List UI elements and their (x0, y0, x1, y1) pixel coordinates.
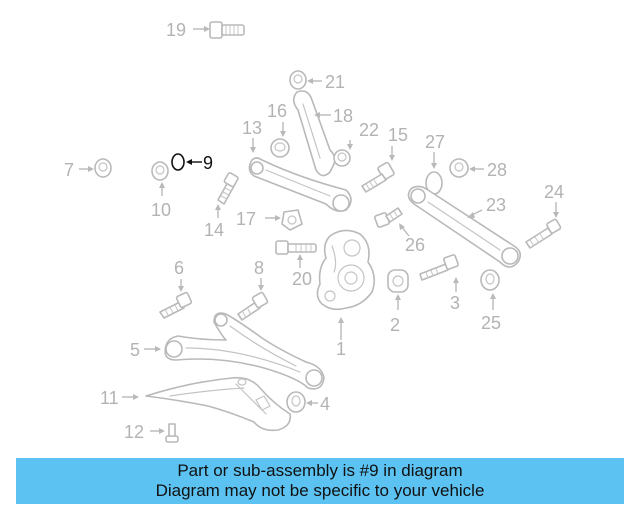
part-14-bolt: 14 (204, 172, 239, 240)
part-11-shield: 11 (100, 376, 292, 432)
callout-26: 26 (405, 235, 425, 255)
callout-2: 2 (390, 315, 400, 335)
part-5-control-arm: 5 (130, 312, 325, 390)
part-26-bolt: 26 (374, 207, 425, 255)
callout-28: 28 (487, 160, 507, 180)
callout-3: 3 (450, 293, 460, 313)
banner-line-2: Diagram may not be specific to your vehi… (155, 481, 485, 500)
part-19-bolt: 19 (166, 20, 245, 40)
part-22-nut: 22 (333, 120, 379, 167)
part-21-nut: 21 (289, 70, 345, 92)
callout-15: 15 (388, 125, 408, 145)
part-15-bolt: 15 (361, 125, 408, 193)
part-2-bushing: 2 (387, 269, 409, 335)
callout-1: 1 (336, 339, 346, 359)
part-17-bracket: 17 (236, 209, 303, 231)
part-1-knuckle: 1 (316, 229, 376, 359)
callout-22: 22 (359, 120, 379, 140)
part-25-bushing: 25 (480, 269, 501, 333)
callout-6: 6 (174, 258, 184, 278)
part-6-bolt: 6 (159, 258, 193, 319)
callout-11: 11 (100, 388, 119, 408)
part-4-bushing: 4 (286, 391, 330, 414)
part-18-link: 18 (292, 90, 353, 177)
part-27-ring: 27 (425, 132, 445, 195)
callout-10: 10 (151, 200, 171, 220)
exploded-parts-diagram: 19 21 18 16 22 13 (64, 20, 564, 443)
callout-16: 16 (267, 101, 287, 121)
callout-20: 20 (292, 269, 312, 289)
callout-19: 19 (166, 20, 186, 40)
part-23-lateral-link: 23 (407, 185, 522, 268)
part-7-nut: 7 (64, 158, 112, 180)
callout-24: 24 (544, 182, 564, 202)
callout-13: 13 (242, 118, 262, 138)
callout-27: 27 (425, 132, 445, 152)
part-3-bolt: 3 (419, 254, 460, 313)
part-13-upper-arm: 13 (242, 118, 352, 212)
callout-9: 9 (203, 153, 213, 173)
part-8-bolt: 8 (237, 258, 269, 321)
callout-23: 23 (486, 195, 506, 215)
callout-18: 18 (333, 106, 353, 126)
callout-25: 25 (481, 313, 501, 333)
callout-21: 21 (325, 72, 345, 92)
part-16-bushing: 16 (267, 101, 290, 158)
callout-7: 7 (64, 160, 74, 180)
part-12-clip: 12 (124, 422, 179, 443)
part-20-bolt: 20 (275, 240, 317, 289)
callout-17: 17 (236, 209, 256, 229)
part-24-bolt: 24 (525, 182, 564, 249)
part-10-nut: 10 (151, 161, 171, 220)
callout-5: 5 (130, 340, 140, 360)
callout-12: 12 (124, 422, 144, 442)
callout-4: 4 (320, 394, 330, 414)
info-banner: Part or sub-assembly is #9 in diagram Di… (16, 458, 624, 504)
callout-14: 14 (204, 220, 224, 240)
part-28-nut: 28 (449, 158, 507, 180)
part-9-ring: 9 (171, 153, 213, 173)
banner-line-1: Part or sub-assembly is #9 in diagram (177, 461, 463, 480)
callout-8: 8 (254, 258, 264, 278)
